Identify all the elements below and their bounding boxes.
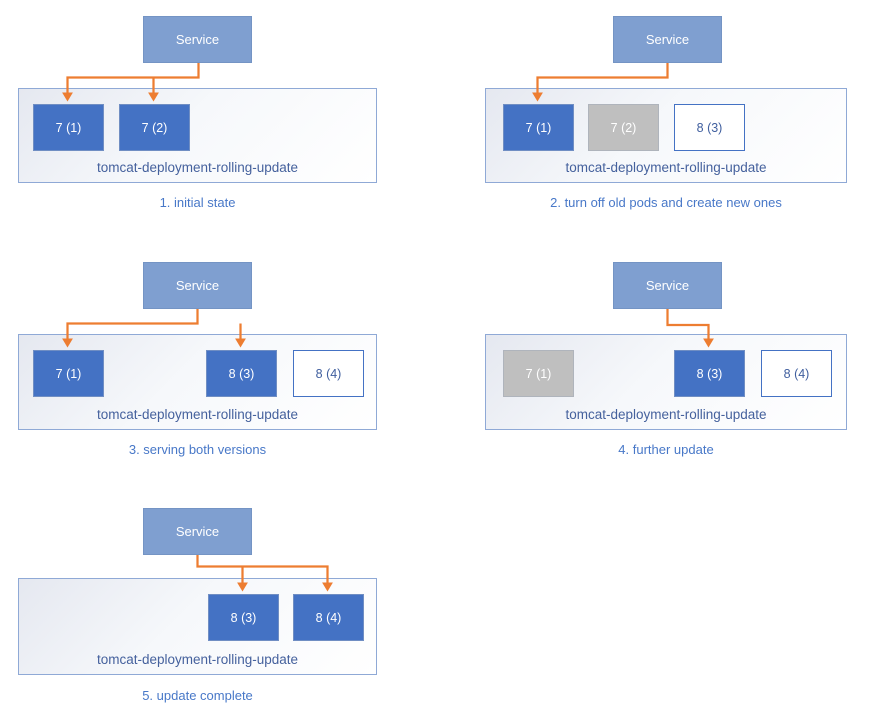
panel1-deployment-box: 7 (1) 7 (2) tomcat-deployment-rolling-up… xyxy=(18,88,377,183)
panel3-deployment-label: tomcat-deployment-rolling-update xyxy=(96,407,299,422)
pod-label: 7 (2) xyxy=(610,120,637,135)
panel1-service-label: Service xyxy=(175,32,220,47)
panel2-deployment-box: 7 (1) 7 (2) 8 (3) tomcat-deployment-roll… xyxy=(485,88,847,183)
panel2-pod-7-1: 7 (1) xyxy=(503,104,574,151)
panel4-service-label: Service xyxy=(645,278,690,293)
panel2-service-box: Service xyxy=(613,16,722,63)
panel5-service-label: Service xyxy=(175,524,220,539)
panel4-pod-8-4: 8 (4) xyxy=(761,350,832,397)
panel2-pod-7-2: 7 (2) xyxy=(588,104,659,151)
panel4-caption: 4. further update xyxy=(618,442,714,457)
panel2-deployment-label: tomcat-deployment-rolling-update xyxy=(565,160,767,175)
panel3-service-label: Service xyxy=(175,278,220,293)
pod-label: 8 (4) xyxy=(783,366,810,381)
panel3-pod-7-1: 7 (1) xyxy=(33,350,104,397)
panel3-caption: 3. serving both versions xyxy=(128,442,267,457)
panel1-pod-7-1: 7 (1) xyxy=(33,104,104,151)
pod-label: 7 (1) xyxy=(55,366,82,381)
panel1-pod-7-2: 7 (2) xyxy=(119,104,190,151)
panel4-pod-7-1: 7 (1) xyxy=(503,350,574,397)
pod-label: 7 (1) xyxy=(525,366,552,381)
panel1-deployment-label: tomcat-deployment-rolling-update xyxy=(96,160,299,175)
panel3-service-box: Service xyxy=(143,262,252,309)
panel4-deployment-label: tomcat-deployment-rolling-update xyxy=(565,407,767,422)
panel2-caption: 2. turn off old pods and create new ones xyxy=(550,195,782,210)
panel5-caption: 5. update complete xyxy=(142,688,253,703)
panel4-service-box: Service xyxy=(613,262,722,309)
panel5-pod-8-4: 8 (4) xyxy=(293,594,364,641)
pod-label: 8 (3) xyxy=(228,366,255,381)
pod-label: 8 (3) xyxy=(696,366,723,381)
panel3-deployment-box: 7 (1) 8 (3) 8 (4) tomcat-deployment-roll… xyxy=(18,334,377,430)
panel2-pod-8-3: 8 (3) xyxy=(674,104,745,151)
panel5-deployment-box: 8 (3) 8 (4) tomcat-deployment-rolling-up… xyxy=(18,578,377,675)
pod-label: 7 (1) xyxy=(525,120,552,135)
panel5-pod-8-3: 8 (3) xyxy=(208,594,279,641)
panel4-deployment-box: 7 (1) 8 (3) 8 (4) tomcat-deployment-roll… xyxy=(485,334,847,430)
pod-label: 8 (3) xyxy=(230,610,257,625)
pod-label: 8 (4) xyxy=(315,610,342,625)
pod-label: 8 (3) xyxy=(696,120,723,135)
panel3-pod-8-4: 8 (4) xyxy=(293,350,364,397)
panel1-caption: 1. initial state xyxy=(159,195,236,210)
panel3-pod-8-3: 8 (3) xyxy=(206,350,277,397)
pod-label: 8 (4) xyxy=(315,366,342,381)
panel1-service-box: Service xyxy=(143,16,252,63)
pod-label: 7 (1) xyxy=(55,120,82,135)
panel2-service-label: Service xyxy=(645,32,690,47)
panel4-pod-8-3: 8 (3) xyxy=(674,350,745,397)
pod-label: 7 (2) xyxy=(141,120,168,135)
panel5-deployment-label: tomcat-deployment-rolling-update xyxy=(96,652,299,667)
panel5-service-box: Service xyxy=(143,508,252,555)
